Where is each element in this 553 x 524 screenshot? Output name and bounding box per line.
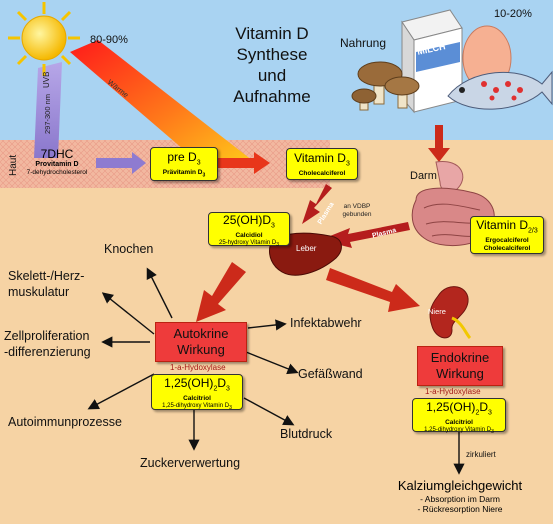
7dhc-dehydrocholesterol: 7-dehydrocholesterol [26,169,88,176]
kalzium-title: Kalziumgleichgewicht [397,478,523,493]
autokrine-line-1: Autokrine [173,326,229,341]
vitd23-cholecalciferol: Cholecalciferol [483,244,531,252]
kidney-icon [429,286,469,339]
arrow-darm-to-leber [320,222,410,248]
box-autokrine-wirkung: Autokrine Wirkung [155,322,247,362]
125-left-calcitriol: Calcitriol [183,395,211,403]
title-line-1: Vitamin D [235,24,309,43]
food-percent-label: 10-20% [494,8,532,20]
autokrine-hydroxylase: 1-a-Hydoxylase [170,363,226,372]
uvb-ray [34,62,62,158]
effect-zuckerverwertung: Zuckerverwertung [140,456,241,470]
nahrung-label: Nahrung [340,36,387,50]
effect-blutdruck: Blutdruck [280,427,333,441]
kalzium-absorption: - Absorption im Darm [420,494,500,504]
arrow-7dhc-to-pred3 [96,152,146,174]
box-pre-d3: pre D3 Prävitamin D3 [150,147,218,181]
uvb-range-label: 297-300 nm [43,93,52,134]
box-vitamin-d23: Vitamin D2/3 Ergocalciferol Cholecalcife… [470,216,544,254]
25oh-calcidiol: Calcidiol [235,232,263,240]
box-25oh-d3: 25(OH)D3 Calcidiol 25-hydroxy Vitamin D3 [208,212,290,248]
endokrine-line-2: Wirkung [436,366,484,381]
diagram-title: Vitamin D Synthese und Aufnahme [222,23,322,107]
niere-label: Niere [428,307,446,316]
zirkuliert-label: zirkuliert [466,450,496,459]
vitd23-ergocalciferol: Ergocalciferol [485,237,529,245]
title-line-4: Aufnahme [233,87,311,106]
effect-zellproliferation: Zellproliferation -differenzierung [4,329,91,359]
arrow-pred3-to-vitd3 [218,152,270,174]
7dhc-title: 7DHC [40,147,74,161]
effect-skelett: Skelett-/Herz- muskulatur [8,269,85,299]
box-endokrine-wirkung: Endokrine Wirkung [417,346,503,386]
milk-carton-icon [401,9,463,114]
kalzium-rueckresorption: - Rückresorption Niere [417,504,503,514]
title-line-3: und [257,66,287,85]
fish-icon [447,70,553,110]
box-7dhc: 7DHC Provitamin D 7-dehydrocholesterol [17,148,97,177]
box-125oh-left: 1,25(OH)2D3 Calcitriol 1,25-dihydroxy Vi… [151,374,243,411]
arrow-leber-to-autokrine [196,262,246,322]
sun-percent-label: 80-90% [90,34,128,46]
7dhc-provitamin: Provitamin D [35,161,79,168]
arrow-leber-to-niere [326,268,420,312]
kalzium-block: Kalziumgleichgewicht - Absorption im Dar… [380,478,540,514]
waerme-ray [70,40,262,168]
vitd3-cholecalciferol: Cholecalciferol [298,170,346,178]
arrow-vitd3-to-25oh [302,184,332,224]
box-vitamin-d3: Vitamin D3 Cholecalciferol [286,148,358,180]
box-125oh-right: 1,25(OH)2D3 Calcitriol 1,25-dihydroxy Vi… [412,398,506,435]
effect-arrows [87,267,465,475]
leber-label: Leber [296,244,317,253]
darm-label: Darm [410,170,437,182]
uvb-label: UVB [42,71,51,88]
effect-autoimmunprozesse: Autoimmunprozesse [8,415,122,429]
effect-gefaesswand: Gefäßwand [298,367,363,381]
endokrine-hydroxylase: 1-a-Hydoxylase [425,387,481,396]
arrow-nahrung-to-darm [435,125,443,149]
endokrine-line-1: Endokrine [430,350,490,365]
vdbp-label: an VDBP gebunden [342,203,372,218]
title-line-2: Synthese [236,45,308,64]
effect-infektabwehr: Infektabwehr [290,316,362,330]
125-right-calcitriol: Calcitriol [445,419,473,427]
autokrine-line-2: Wirkung [177,342,225,357]
mushroom-icon [351,61,420,111]
sun-icon [8,2,80,76]
effect-knochen: Knochen [104,242,154,256]
